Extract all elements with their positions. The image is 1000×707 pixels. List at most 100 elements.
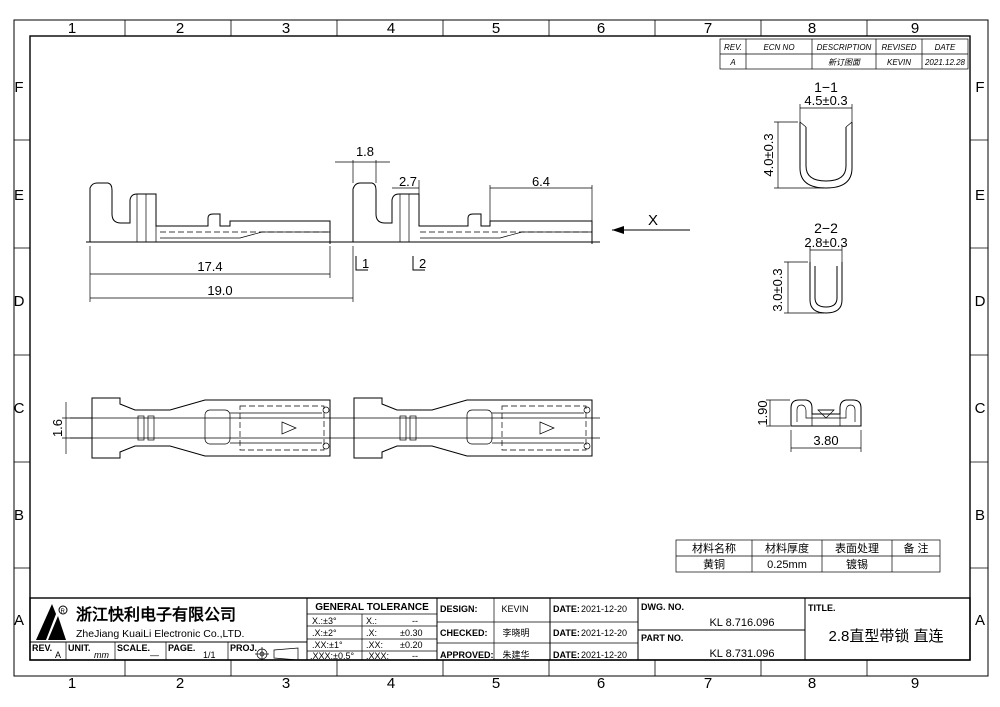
top-view: 1.6 <box>50 397 600 459</box>
date-value: 2021.12.28 <box>924 58 966 67</box>
tol-angle-3: .XXX:±0.5° <box>310 651 354 661</box>
material-name-value: 黄铜 <box>703 557 725 571</box>
section-1-height: 4.0±0.3 <box>761 133 776 176</box>
description-value: 新订图面 <box>828 58 862 67</box>
row-label-left: F <box>14 79 23 96</box>
tol-angle-2: .XX:±1° <box>312 640 343 650</box>
title-block: R 浙江快利电子有限公司 ZheJiang KuaiLi Electronic … <box>29 597 971 661</box>
front-height: 1.90 <box>755 400 770 425</box>
row-label-right: A <box>975 612 985 629</box>
title-label: TITLE. <box>808 603 836 613</box>
col-label-top: 7 <box>704 20 712 37</box>
row-label-left: C <box>14 400 25 417</box>
rev-label: REV. <box>32 643 52 653</box>
section-mark-2: 2 <box>419 256 426 271</box>
section-1-width: 4.5±0.3 <box>804 93 847 108</box>
rev-value: A <box>55 650 61 660</box>
scale-label: SCALE. <box>117 643 150 653</box>
grid-rows: F E D C B A F E D C B A <box>14 79 988 629</box>
page-label: PAGE. <box>168 643 195 653</box>
col-label-top: 3 <box>282 20 290 37</box>
col-label-top: 6 <box>597 20 605 37</box>
tol-angle-1: .X:±2° <box>312 628 337 638</box>
col-label-bottom: 4 <box>387 675 395 692</box>
col-label-bottom: 6 <box>597 675 605 692</box>
col-label-top: 1 <box>68 20 76 37</box>
dwg-no-label: DWG. NO. <box>641 602 684 612</box>
design-value: KEVIN <box>501 604 528 614</box>
svg-text:R: R <box>61 609 66 615</box>
col-label-top: 4 <box>387 20 395 37</box>
checked-value: 李晓明 <box>502 627 529 638</box>
outer-frame <box>13 19 989 677</box>
date-label: DATE: <box>553 628 580 638</box>
revision-block: REV. ECN NO DESCRIPTION REVISED DATE A 新… <box>719 38 969 70</box>
projection-symbol <box>255 647 299 661</box>
col-label-top: 5 <box>492 20 500 37</box>
dim-19-0: 19.0 <box>207 283 232 298</box>
remarks-header: 备 注 <box>903 541 928 555</box>
row-label-left: E <box>14 187 24 204</box>
section-2-width: 2.8±0.3 <box>804 235 847 250</box>
company-logo: R <box>36 604 68 640</box>
material-thickness-value: 0.25mm <box>767 559 807 571</box>
front-view: 1.90 3.80 <box>755 399 862 452</box>
dim-6-4: 6.4 <box>532 174 550 189</box>
tolerance-title: GENERAL TOLERANCE <box>315 602 429 613</box>
approved-label: APPROVED: <box>440 650 494 660</box>
dim-1-8: 1.8 <box>356 144 374 159</box>
drawing-title: 2.8直型带锁 直连 <box>828 628 943 645</box>
grid-columns: 1 2 3 4 5 6 7 8 9 1 2 3 4 5 6 7 8 9 <box>68 20 919 692</box>
section-2-height: 3.0±0.3 <box>770 268 785 311</box>
tol-linear-1: .X: <box>366 628 377 638</box>
unit-label: UNIT. <box>68 643 91 653</box>
surface-treatment-header: 表面处理 <box>835 541 879 555</box>
scale-value: — <box>150 650 159 660</box>
col-label-bottom: 9 <box>911 675 919 692</box>
dim-2-7: 2.7 <box>399 174 417 189</box>
row-label-left: D <box>14 293 25 310</box>
proj-label: PROJ. <box>230 643 257 653</box>
tol-value-3: -- <box>412 651 418 661</box>
company-name-cn: 浙江快利电子有限公司 <box>76 605 236 624</box>
section-2-title: 2−2 <box>814 220 838 236</box>
date-approved-value: 2021-12-20 <box>581 650 627 660</box>
date-label: DATE: <box>553 604 580 614</box>
section-2-2: 2−2 2.8±0.3 3.0±0.3 <box>770 220 848 314</box>
ecn-header: ECN NO <box>763 43 794 52</box>
col-label-bottom: 1 <box>68 675 76 692</box>
row-label-right: B <box>975 507 985 524</box>
row-label-right: F <box>975 79 984 96</box>
row-label-right: E <box>975 187 985 204</box>
tol-value-2: ±0.20 <box>400 640 422 650</box>
col-label-bottom: 7 <box>704 675 712 692</box>
material-table: 材料名称 材料厚度 表面处理 备 注 黄铜 0.25mm 镀锡 <box>675 539 941 573</box>
col-label-top: 9 <box>911 20 919 37</box>
col-label-top: 8 <box>808 20 816 37</box>
inner-frame <box>29 35 971 661</box>
date-header: DATE <box>935 43 956 52</box>
tol-value-0: -- <box>412 616 418 626</box>
dim-17-4: 17.4 <box>197 259 222 274</box>
side-view: 1 2 1.8 2.7 6.4 X 17.4 19.0 <box>86 144 690 302</box>
date-design-value: 2021-12-20 <box>581 604 627 614</box>
material-thickness-header: 材料厚度 <box>765 541 809 555</box>
part-no-value: KL 8.731.096 <box>709 648 774 660</box>
tol-linear-0: X.: <box>366 616 377 626</box>
col-label-bottom: 5 <box>492 675 500 692</box>
unit-value: mm <box>94 650 109 660</box>
col-label-top: 2 <box>176 20 184 37</box>
row-label-right: C <box>975 400 986 417</box>
view-x-label: X <box>648 212 658 229</box>
date-label: DATE: <box>553 650 580 660</box>
checked-label: CHECKED: <box>440 628 488 638</box>
surface-treatment-value: 镀锡 <box>846 557 868 571</box>
dwg-no-value: KL 8.716.096 <box>709 617 774 629</box>
tol-linear-2: .XX: <box>366 640 383 650</box>
col-label-bottom: 8 <box>808 675 816 692</box>
row-label-right: D <box>975 293 986 310</box>
rev-header: REV. <box>724 43 742 52</box>
section-mark-1: 1 <box>362 256 369 271</box>
row-label-left: B <box>14 507 24 524</box>
